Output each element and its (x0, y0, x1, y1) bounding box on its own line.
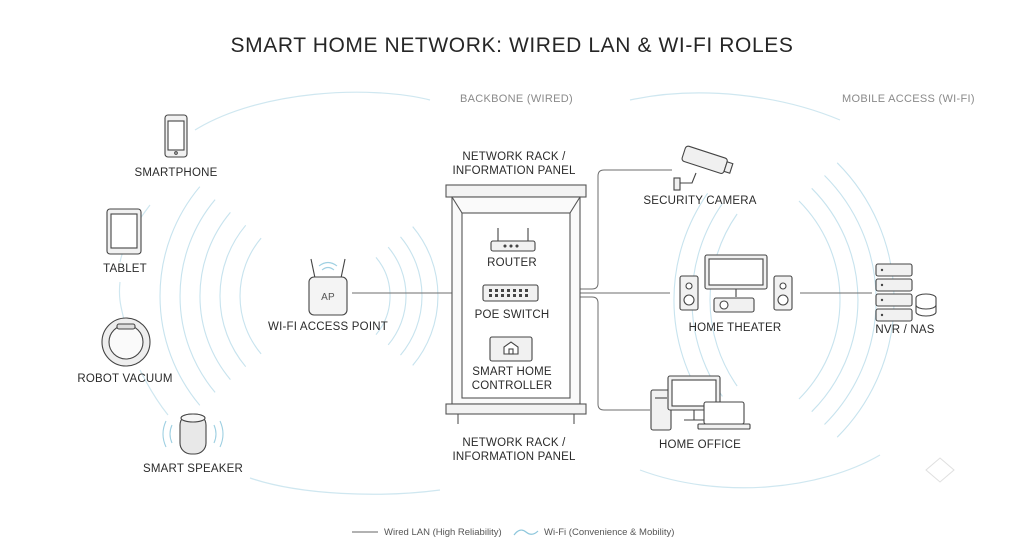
home-office-icon (650, 375, 751, 431)
wifi-arc (159, 186, 201, 406)
wifi-arc (239, 237, 262, 355)
rack-top-label: NETWORK RACK /INFORMATION PANEL (452, 151, 576, 177)
wifi-arc (219, 224, 247, 368)
poe-switch-icon (482, 284, 539, 302)
smart-home-controller-icon (489, 336, 533, 362)
nvr-nas-label: NVR / NAS (875, 324, 935, 336)
nvr-nas-icon (875, 263, 937, 322)
smart-speaker-icon (162, 413, 224, 455)
watermark-diamond (925, 457, 955, 483)
access-point-label: WI-FI ACCESS POINT (268, 321, 388, 333)
router-label: ROUTER (487, 257, 537, 269)
wired-links (352, 169, 872, 411)
network-rack (445, 184, 587, 424)
section-mobile-label: MOBILE ACCESS (WI-FI) (842, 93, 975, 105)
wifi-arc (199, 212, 231, 380)
home-theater-label: HOME THEATER (688, 322, 782, 334)
poe-switch-label: POE SWITCH (474, 309, 550, 321)
wifi-outer-ring-right (629, 92, 841, 121)
tablet-icon (106, 208, 142, 255)
legend-wifi-swatch (513, 529, 539, 536)
smart-speaker-label: SMART SPEAKER (143, 463, 243, 475)
robot-vacuum-label: ROBOT VACUUM (77, 373, 173, 385)
section-backbone-label: BACKBONE (WIRED) (460, 93, 573, 105)
wifi-outer-ring-left (194, 91, 431, 131)
robot-vacuum-icon (101, 317, 151, 367)
page-title: SMART HOME NETWORK: WIRED LAN & WI-FI RO… (230, 34, 794, 57)
smartphone-icon (164, 114, 188, 158)
wifi-arc (798, 200, 841, 400)
ap-badge: AP (321, 292, 335, 303)
wifi-outer-ring-left-bottom (249, 477, 441, 495)
rack-bottom-label: NETWORK RACK /INFORMATION PANEL (452, 437, 576, 463)
wifi-arc (375, 257, 391, 335)
wifi-arc (709, 213, 738, 387)
tablet-label: TABLET (103, 263, 147, 275)
home-theater-icon (679, 254, 793, 313)
wifi-arc (811, 187, 859, 413)
security-camera-label: SECURITY CAMERA (643, 195, 757, 207)
wifi-arc (179, 199, 216, 393)
legend-wired-label: Wired LAN (High Reliability) (384, 527, 502, 538)
smartphone-label: SMARTPHONE (134, 167, 218, 179)
router-icon (490, 228, 536, 252)
wifi-arc (400, 236, 423, 356)
home-office-label: HOME OFFICE (658, 439, 742, 451)
legend-wifi-label: Wi-Fi (Convenience & Mobility) (544, 527, 675, 538)
security-camera-icon (673, 145, 734, 191)
wifi-arc (387, 246, 407, 346)
wifi-coverage-left (159, 186, 439, 406)
wifi-arc (412, 226, 439, 366)
access-point-icon (308, 258, 348, 316)
wifi-outer-ring-right-bottom (639, 454, 881, 489)
